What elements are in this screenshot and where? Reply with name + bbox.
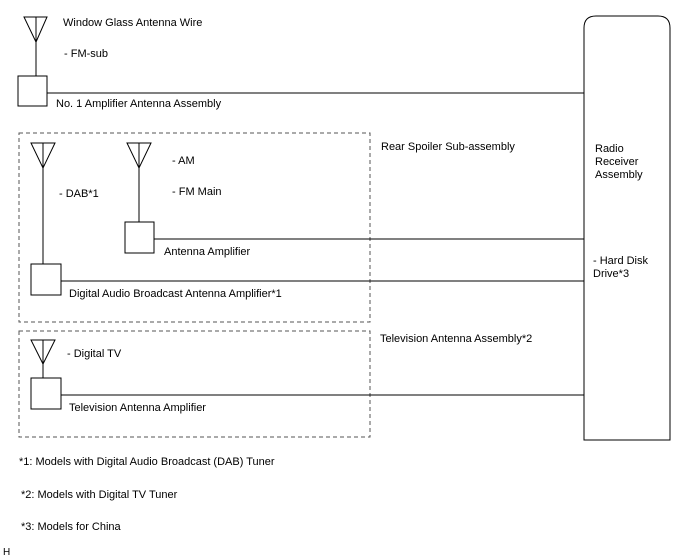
dab-band-label: - DAB*1	[59, 188, 99, 200]
dab-amplifier-box	[30, 263, 62, 296]
rear-spoiler-label: Rear Spoiler Sub-assembly	[381, 141, 515, 153]
footnote-1: *1: Models with Digital Audio Broadcast …	[19, 456, 275, 468]
dab-amplifier-label: Digital Audio Broadcast Antenna Amplifie…	[69, 288, 282, 300]
digital-tv-band-label: - Digital TV	[67, 348, 122, 360]
tv-antenna-group-box	[18, 330, 371, 438]
rear-spoiler-group-box	[18, 132, 371, 323]
tv-amplifier-label: Television Antenna Amplifier	[69, 402, 206, 414]
footnote-2: *2: Models with Digital TV Tuner	[21, 489, 178, 501]
am-band-label: - AM	[172, 155, 195, 167]
corner-mark: H	[3, 547, 11, 558]
antenna-amplifier-box	[124, 221, 155, 254]
tv-amplifier-box	[30, 377, 62, 410]
radio-receiver-body	[583, 15, 671, 441]
tv-antenna-assembly-label: Television Antenna Assembly*2	[380, 333, 533, 345]
fm-main-band-label: - FM Main	[172, 186, 222, 198]
window-glass-antenna-label: Window Glass Antenna Wire	[63, 17, 203, 29]
fm-sub-label: - FM-sub	[64, 48, 108, 60]
antenna-amplifier-label: Antenna Amplifier	[164, 246, 251, 258]
window-glass-antenna-icon	[23, 16, 48, 76]
no1-amplifier-label: No. 1 Amplifier Antenna Assembly	[56, 98, 222, 110]
no1-amplifier-box	[17, 75, 48, 107]
footnote-3: *3: Models for China	[21, 521, 121, 533]
dab-antenna-icon	[30, 142, 56, 264]
hard-disk-label: - Hard Disk Drive*3	[593, 255, 649, 280]
digital-tv-antenna-icon	[30, 339, 56, 378]
radio-receiver-label: Radio Receiver Assembly	[595, 143, 643, 181]
am-fm-antenna-icon	[126, 142, 152, 222]
